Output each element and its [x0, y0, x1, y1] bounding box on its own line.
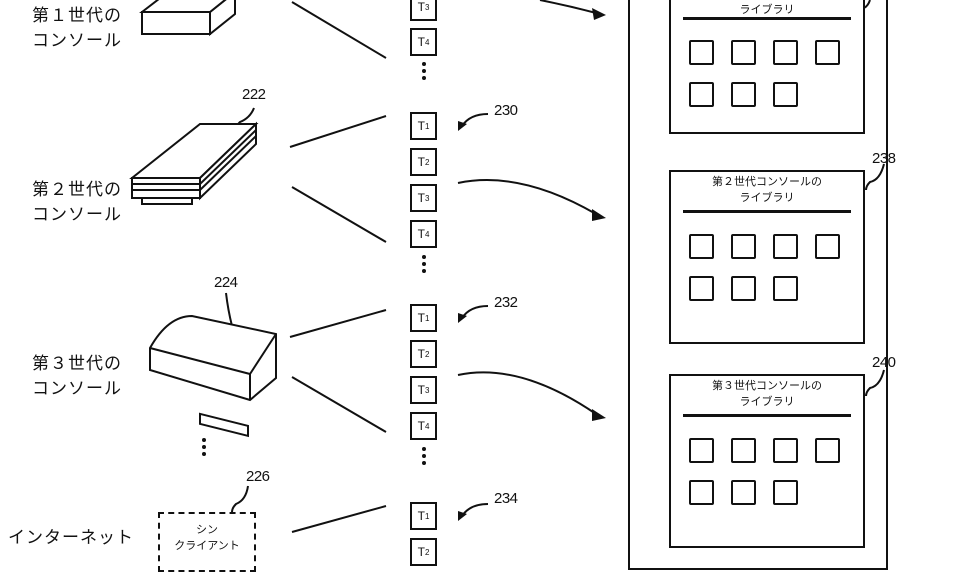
thin-client-label: シンクライアント: [174, 523, 240, 552]
game-slot[interactable]: [731, 276, 756, 301]
ref-234: 234: [494, 490, 518, 507]
ref-222: 222: [242, 86, 266, 103]
game-slot[interactable]: [773, 480, 798, 505]
ref-240: 240: [872, 354, 896, 371]
game-slot[interactable]: [773, 276, 798, 301]
game-slot[interactable]: [689, 276, 714, 301]
ref-226: 226: [246, 468, 270, 485]
game-slot[interactable]: [773, 438, 798, 463]
library-title: 第２世代コンソールのライブラリ: [712, 175, 822, 204]
game-slot[interactable]: [689, 40, 714, 65]
library-gen2: 第２世代コンソールのライブラリ: [669, 170, 865, 344]
game-slot[interactable]: [731, 234, 756, 259]
connector-line: [291, 1, 387, 59]
ref-leader-226: [231, 485, 249, 513]
arrowhead: [592, 8, 606, 20]
console-gen2-drawing: [129, 121, 259, 205]
game-slot[interactable]: [815, 438, 840, 463]
console-gen1-drawing: [139, 0, 236, 37]
game-slot[interactable]: [731, 40, 756, 65]
connector-line: [291, 376, 387, 433]
more-titles-ellipsis: [422, 447, 426, 468]
game-slot[interactable]: [773, 40, 798, 65]
library-title: ライブラリ: [739, 3, 795, 16]
connector-line: [291, 505, 387, 533]
connector-line: [289, 309, 387, 338]
console-label-gen3: 第３世代のコンソール: [32, 354, 122, 399]
ref-230: 230: [494, 102, 518, 119]
arrowhead: [458, 511, 467, 521]
console-label-gen2: 第２世代のコンソール: [32, 180, 122, 225]
game-slot[interactable]: [689, 82, 714, 107]
thin-client-box: シンクライアント: [158, 512, 256, 572]
connector-line: [289, 115, 387, 148]
game-slot[interactable]: [689, 480, 714, 505]
ref-224: 224: [214, 274, 238, 291]
arrowhead: [458, 313, 467, 323]
ref-leader-224: [225, 292, 233, 327]
ref-238: 238: [872, 150, 896, 167]
game-slot[interactable]: [689, 438, 714, 463]
console-gen3-drawing: [149, 314, 277, 438]
library-title: 第３世代コンソールのライブラリ: [712, 379, 822, 408]
game-slot[interactable]: [815, 234, 840, 259]
console-label-internet: インターネット: [8, 528, 134, 548]
ref-leader-240: [865, 369, 885, 397]
library-divider: [683, 210, 851, 213]
connector-lines: [129, 0, 885, 533]
more-titles-ellipsis: [422, 255, 426, 276]
arrowhead: [458, 121, 467, 131]
game-slot[interactable]: [731, 480, 756, 505]
library-gen1: ライブラリ: [669, 0, 865, 134]
flow-arrow: [539, 0, 601, 15]
game-slot[interactable]: [731, 438, 756, 463]
game-slot[interactable]: [773, 234, 798, 259]
arrowhead: [592, 209, 606, 221]
library-divider: [683, 17, 851, 20]
library-gen3: 第３世代コンソールのライブラリ: [669, 374, 865, 548]
flow-arrow: [457, 179, 597, 215]
console-label-gen1: 第１世代のコンソール: [32, 6, 122, 51]
arrowhead: [592, 409, 606, 421]
connector-line: [291, 186, 387, 243]
flow-arrow: [457, 371, 597, 415]
library-divider: [683, 414, 851, 417]
game-slot[interactable]: [815, 40, 840, 65]
ref-232: 232: [494, 294, 518, 311]
game-slot[interactable]: [689, 234, 714, 259]
game-slot[interactable]: [731, 82, 756, 107]
more-consoles-ellipsis: [202, 438, 206, 459]
game-slot[interactable]: [773, 82, 798, 107]
more-titles-ellipsis: [422, 62, 426, 83]
ref-leader-238: [865, 163, 885, 191]
